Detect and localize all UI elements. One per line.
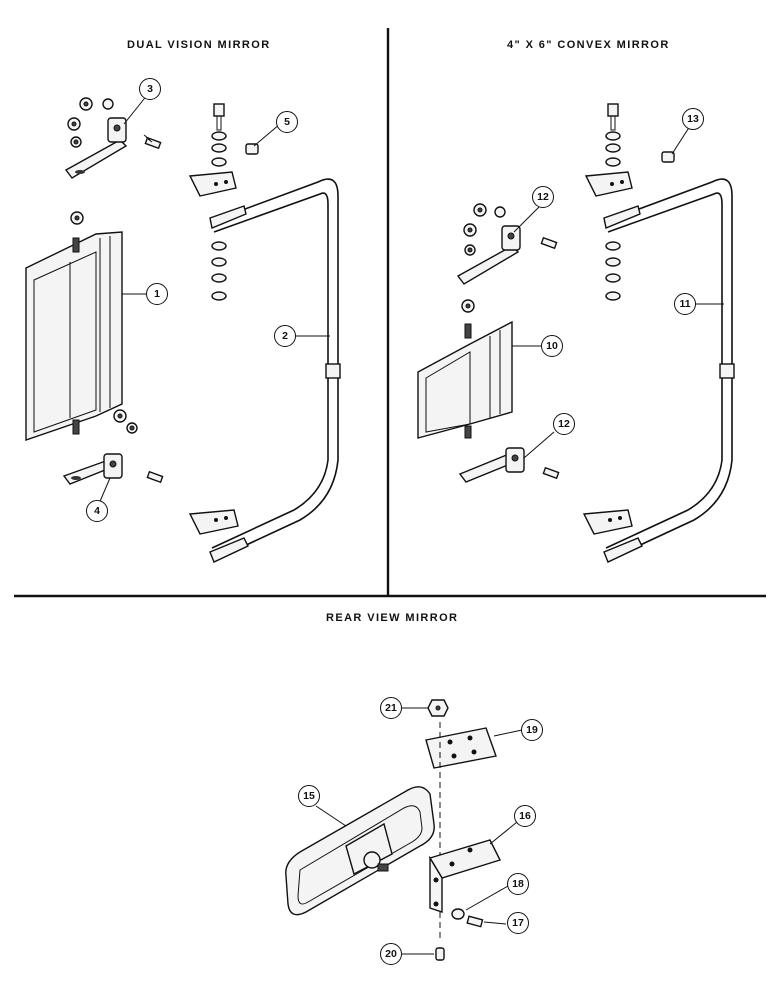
callout-16: 16 bbox=[514, 805, 536, 827]
upper-clamp-bracket-right bbox=[456, 225, 521, 285]
lower-clamp-bolt bbox=[146, 470, 164, 484]
callout-17: 17 bbox=[507, 912, 529, 934]
rear-screw-17 bbox=[466, 915, 484, 928]
rear-mirror-bracket-16 bbox=[428, 839, 501, 913]
setscrew-5 bbox=[245, 143, 259, 155]
setscrew-13 bbox=[661, 151, 675, 163]
upper-clamp-bracket bbox=[64, 117, 128, 179]
upper-nuts-left bbox=[67, 97, 114, 148]
lower-clamp-bracket bbox=[62, 453, 123, 485]
rear-washer-18 bbox=[451, 908, 465, 920]
lower-mount-plate-right bbox=[582, 509, 633, 535]
callout-18: 18 bbox=[507, 873, 529, 895]
mirror-arm-tube bbox=[209, 178, 341, 563]
hardware-stack-right bbox=[605, 103, 621, 301]
upper-mount-plate-right bbox=[584, 171, 633, 197]
leader-lines-dual bbox=[97, 93, 330, 507]
callout-13: 13 bbox=[682, 108, 704, 130]
callout-20: 20 bbox=[380, 943, 402, 965]
rear-mirror-nut-21 bbox=[427, 699, 449, 717]
callout-10: 10 bbox=[541, 335, 563, 357]
callout-5: 5 bbox=[276, 111, 298, 133]
section-title-dual-vision: DUAL VISION MIRROR bbox=[127, 39, 271, 51]
callout-21: 21 bbox=[380, 697, 402, 719]
callout-15: 15 bbox=[298, 785, 320, 807]
rear-view-mirror-15 bbox=[285, 786, 435, 916]
upper-nuts-right bbox=[463, 203, 506, 256]
lower-mount-plate bbox=[188, 509, 239, 535]
section-title-convex: 4" X 6" CONVEX MIRROR bbox=[507, 39, 670, 51]
convex-mirror-head bbox=[417, 299, 513, 439]
mirror-top-nut bbox=[70, 211, 84, 225]
mirror-arm-tube-right bbox=[603, 178, 735, 563]
callout-3: 3 bbox=[139, 78, 161, 100]
dual-vision-mirror-head bbox=[25, 231, 123, 441]
upper-mount-plate bbox=[188, 171, 237, 197]
lower-clamp-bracket-right bbox=[458, 447, 525, 483]
callout-12-lower: 12 bbox=[553, 413, 575, 435]
leader-lines-rear bbox=[315, 707, 523, 955]
rear-mirror-plate-19 bbox=[425, 727, 497, 769]
upper-clamp-bolt bbox=[143, 134, 162, 150]
section-title-rear-view: REAR VIEW MIRROR bbox=[326, 612, 459, 624]
callout-2: 2 bbox=[274, 325, 296, 347]
lower-bolt-right bbox=[542, 466, 560, 480]
upper-bolt-right bbox=[540, 236, 558, 250]
callout-19: 19 bbox=[521, 719, 543, 741]
callout-11: 11 bbox=[674, 293, 696, 315]
callout-12-upper: 12 bbox=[532, 186, 554, 208]
hardware-stack-left bbox=[211, 103, 227, 301]
rear-screw-20 bbox=[435, 947, 445, 961]
leader-lines-convex bbox=[512, 125, 724, 459]
callout-4: 4 bbox=[86, 500, 108, 522]
lower-nuts bbox=[113, 409, 138, 434]
callout-1: 1 bbox=[146, 283, 168, 305]
